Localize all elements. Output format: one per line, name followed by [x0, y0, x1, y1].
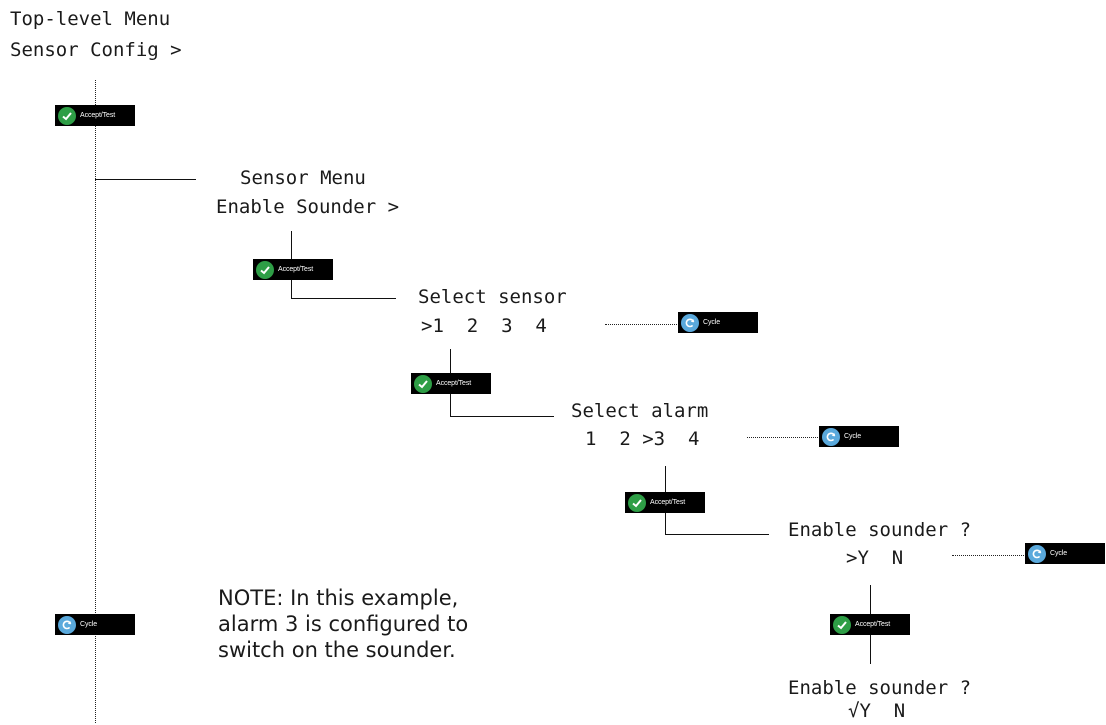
accept-test-button-5[interactable]: Accept/Test: [830, 614, 910, 635]
checkmark-icon: [628, 493, 646, 512]
accept-test-label: Accept/Test: [855, 621, 891, 628]
main-flow-dotted-line: [95, 80, 96, 723]
cycle-arrows-icon: [822, 427, 840, 446]
cycle-button-sounder[interactable]: Cycle: [1025, 543, 1105, 564]
checkmark-icon: [414, 374, 432, 393]
select-sensor-title: Select sensor: [418, 286, 567, 308]
note-line-3: switch on the sounder.: [218, 638, 456, 662]
top-level-menu-item: Sensor Config >: [10, 39, 182, 61]
enable-sounder-confirmed-options: √Y N: [848, 700, 906, 722]
select-alarm-title: Select alarm: [571, 400, 709, 422]
select-sensor-options: >1 2 3 4: [421, 315, 547, 337]
top-level-menu-title: Top-level Menu: [10, 8, 171, 30]
connector-to-sensor-menu: [95, 179, 196, 180]
cycle-button-sensor[interactable]: Cycle: [678, 312, 758, 333]
cycle-leader-alarm: [747, 437, 818, 438]
connector-to-select-alarm: [450, 416, 554, 417]
accept-test-button-3[interactable]: Accept/Test: [411, 373, 491, 394]
accept-test-label: Accept/Test: [80, 112, 116, 119]
accept-test-button-1[interactable]: Accept/Test: [55, 105, 135, 126]
enable-sounder-title: Enable sounder ?: [788, 519, 972, 541]
select-alarm-options: 1 2 >3 4: [585, 428, 700, 450]
accept-test-button-2[interactable]: Accept/Test: [253, 259, 333, 280]
checkmark-icon: [256, 260, 274, 279]
note-line-2: alarm 3 is configured to: [218, 612, 469, 636]
cycle-label: Cycle: [80, 621, 98, 628]
connector-to-select-sensor: [291, 298, 396, 299]
cycle-arrows-icon: [58, 615, 76, 634]
accept-test-label: Accept/Test: [650, 499, 686, 506]
sensor-menu-item: Enable Sounder >: [216, 196, 400, 218]
accept-test-button-4[interactable]: Accept/Test: [625, 492, 705, 513]
cycle-arrows-icon: [1028, 544, 1046, 563]
cycle-label: Cycle: [703, 319, 721, 326]
enable-sounder-confirmed-title: Enable sounder ?: [788, 677, 972, 699]
cycle-leader-sounder: [952, 555, 1024, 556]
accept-test-label: Accept/Test: [436, 380, 472, 387]
cycle-button-alarm[interactable]: Cycle: [819, 426, 899, 447]
cycle-label: Cycle: [844, 433, 862, 440]
connector-to-enable-sounder: [665, 534, 769, 535]
note-line-1: NOTE: In this example,: [218, 586, 459, 610]
accept-test-label: Accept/Test: [278, 266, 314, 273]
checkmark-icon: [58, 106, 76, 125]
cycle-leader-sensor: [605, 324, 677, 325]
sensor-menu-title: Sensor Menu: [240, 167, 366, 189]
note-text: NOTE: In this example, alarm 3 is config…: [218, 585, 468, 663]
checkmark-icon: [833, 615, 851, 634]
cycle-button-main[interactable]: Cycle: [55, 614, 135, 635]
cycle-label: Cycle: [1050, 550, 1068, 557]
cycle-arrows-icon: [681, 313, 699, 332]
enable-sounder-options: >Y N: [846, 547, 904, 569]
